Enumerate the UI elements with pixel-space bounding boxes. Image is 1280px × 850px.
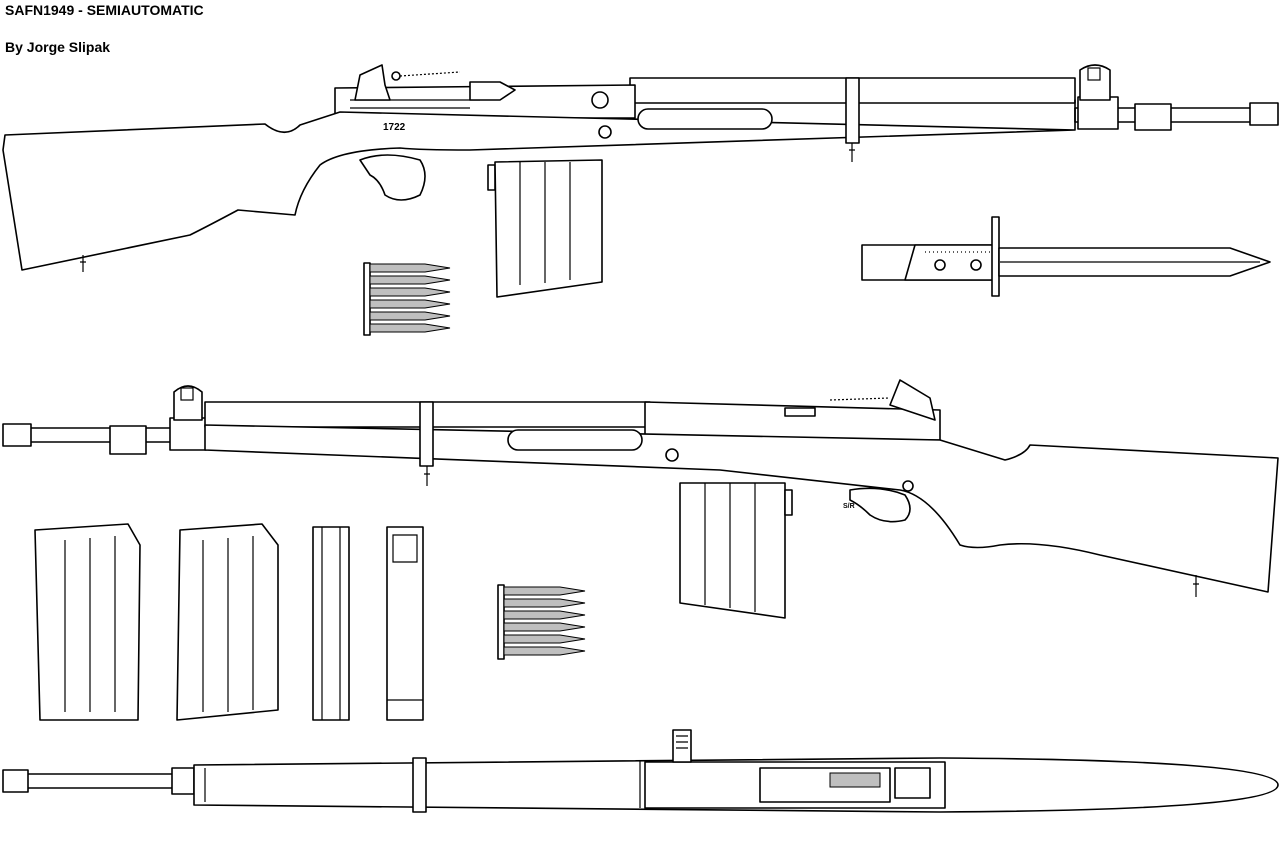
muzzle-brake [2, 423, 32, 447]
stock [2, 99, 1076, 271]
trigger-guard [359, 154, 426, 201]
charging-handle [469, 81, 516, 101]
drawing-title: SAFN1949 - SEMIAUTOMATIC [5, 2, 204, 18]
takedown-pin [591, 91, 609, 109]
magazine [494, 159, 603, 298]
stripper-clip-bottom [497, 584, 586, 660]
gas-block [1077, 96, 1119, 130]
rear-sight [889, 379, 936, 421]
bayonet [861, 216, 1271, 297]
bayonet-crossguard [991, 216, 1000, 297]
front-sight [173, 385, 203, 421]
rifle-top-view [2, 729, 1279, 813]
trigger-guard [849, 487, 911, 523]
bayonet-lug [109, 425, 147, 455]
magazine-front-view [386, 526, 424, 721]
bayonet-lug [1134, 103, 1172, 131]
selector-mark: S/R [843, 503, 855, 510]
forend-slot [637, 108, 773, 130]
charging-handle [672, 729, 692, 763]
front-sight [1079, 64, 1111, 101]
magazine-rear-view [312, 526, 350, 721]
barrel [24, 773, 191, 789]
forend-slot [507, 429, 643, 451]
muzzle-brake [1249, 102, 1279, 126]
muzzle-brake [2, 769, 29, 793]
serial-number: 1722 [383, 122, 406, 133]
rifle-right-view: 1722 [2, 64, 1279, 298]
receiver [334, 84, 636, 119]
barrel-band [845, 77, 860, 144]
author-credit: By Jorge Slipak [5, 39, 111, 55]
barrel-band [412, 757, 427, 813]
cartridge-row [503, 586, 586, 656]
stripper-clip-top [363, 262, 451, 336]
cartridge-row [369, 263, 451, 333]
magazine [679, 482, 786, 619]
rear-sight [354, 64, 391, 101]
charging-handle [784, 407, 816, 417]
rifle-left-view: S/R [2, 379, 1279, 619]
magazine-side-view-1 [34, 523, 141, 721]
gas-block [169, 417, 207, 451]
magazine-side-view-2 [176, 523, 279, 721]
barrel-band [419, 401, 434, 467]
stock [204, 424, 1279, 593]
